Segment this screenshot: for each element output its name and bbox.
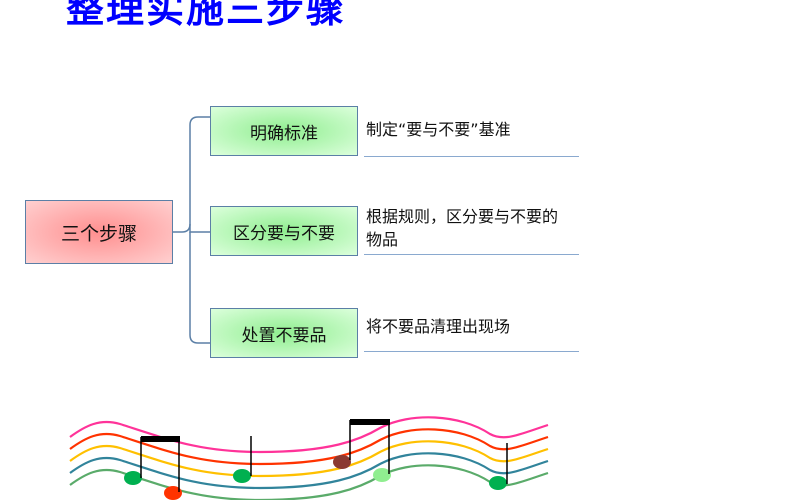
- step-label: 区分要与不要: [233, 223, 335, 244]
- root-label: 三个步骤: [60, 222, 137, 245]
- music-note: [233, 469, 251, 483]
- step-node-2: 区分要与不要: [210, 206, 358, 256]
- music-note: [489, 476, 507, 490]
- step-description-3: 将不要品清理出现场: [366, 317, 511, 336]
- underline: [364, 156, 579, 157]
- staff-line: [69, 428, 549, 466]
- step-label: 处置不要品: [241, 325, 327, 346]
- staff-line: [69, 440, 549, 478]
- staff-line: [69, 452, 549, 490]
- step-description-2: 根据规则，区分要与不要的物品: [366, 207, 559, 249]
- music-note: [333, 455, 351, 469]
- note-beam: [350, 419, 390, 425]
- step-node-1: 明确标准: [210, 106, 358, 156]
- underline: [364, 351, 579, 352]
- step-node-3: 处置不要品: [210, 308, 358, 358]
- music-note: [373, 468, 391, 482]
- root-node: 三个步骤: [25, 200, 173, 264]
- staff-line: [69, 416, 549, 454]
- page-title: 整理实施三步骤: [66, 0, 347, 31]
- underline: [364, 254, 579, 255]
- music-note: [164, 486, 182, 500]
- step-label: 明确标准: [250, 123, 318, 144]
- note-beam: [141, 436, 180, 442]
- music-note: [124, 471, 142, 485]
- step-description-1: 制定“要与不要”基准: [366, 120, 511, 139]
